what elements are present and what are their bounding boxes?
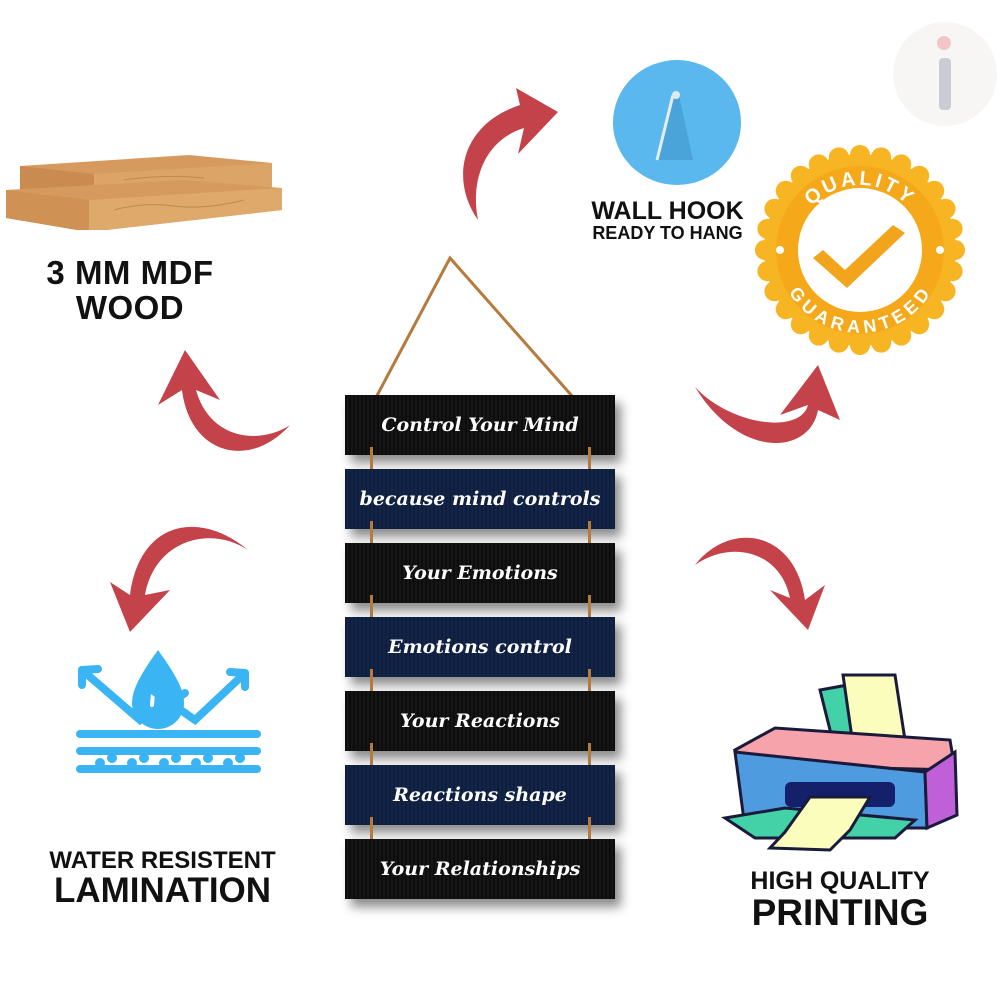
plank-text: because mind controls — [359, 488, 601, 510]
lamination-feature-label: WATER RESISTENT LAMINATION — [20, 848, 305, 910]
arrow-to-printing-icon — [695, 537, 825, 630]
lamination-label-line1: WATER RESISTENT — [49, 847, 276, 874]
hook-label-line2: READY TO HANG — [592, 223, 743, 244]
logo-stem-icon — [939, 58, 951, 110]
printing-label-line2: PRINTING — [751, 892, 929, 934]
wood-planks-icon — [6, 155, 282, 230]
plank-connector-rope — [588, 669, 591, 697]
plank-connector-rope — [588, 447, 591, 475]
sign-plank: because mind controls — [345, 469, 615, 529]
hook-label-line1: WALL HOOK — [591, 197, 744, 225]
arrow-to-wood-icon — [158, 350, 290, 451]
quality-guaranteed-badge: QUALITY GUARANTEED — [755, 145, 965, 355]
plank-text: Your Relationships — [379, 858, 581, 880]
sign-plank: Your Emotions — [345, 543, 615, 603]
hanging-rope — [370, 255, 582, 406]
plank-connector-rope — [370, 447, 373, 475]
hook-feature-label: WALL HOOK READY TO HANG — [570, 198, 765, 243]
plank-text: Your Emotions — [402, 562, 558, 584]
printing-label-line1: HIGH QUALITY — [750, 867, 930, 895]
plank-connector-rope — [370, 743, 373, 771]
plank-connector-rope — [588, 743, 591, 771]
plank-connector-rope — [588, 817, 591, 845]
wall-hook-icon — [613, 60, 741, 185]
arrow-to-quality-icon — [695, 365, 840, 444]
sign-plank: Reactions shape — [345, 765, 615, 825]
plank-connector-rope — [370, 817, 373, 845]
plank-connector-rope — [588, 595, 591, 623]
arrow-to-lamination-icon — [110, 526, 248, 632]
plank-text: Emotions control — [388, 636, 572, 658]
wood-label-line2: WOOD — [75, 288, 185, 326]
brand-logo — [893, 22, 997, 126]
plank-text: Reactions shape — [393, 784, 567, 806]
wood-feature-label: 3 MM MDF WOOD — [10, 254, 250, 326]
sign-plank: Control Your Mind — [345, 395, 615, 455]
sign-plank: Your Relationships — [345, 839, 615, 899]
wood-label-line1: 3 MM MDF — [46, 254, 214, 291]
printing-feature-label: HIGH QUALITY PRINTING — [720, 868, 960, 933]
plank-connector-rope — [588, 521, 591, 549]
plank-connector-rope — [370, 595, 373, 623]
plank-text: Control Your Mind — [381, 414, 579, 436]
printer-icon — [721, 673, 959, 852]
checkmark-icon — [813, 225, 905, 288]
plank-text: Your Reactions — [400, 710, 560, 732]
sign-plank: Your Reactions — [345, 691, 615, 751]
water-resistant-icon — [76, 650, 261, 773]
plank-connector-rope — [370, 521, 373, 549]
logo-dot-icon — [937, 36, 951, 50]
arrow-to-hook-icon — [463, 88, 558, 220]
lamination-label-line2: LAMINATION — [53, 871, 272, 911]
plank-connector-rope — [370, 669, 373, 697]
sign-plank: Emotions control — [345, 617, 615, 677]
